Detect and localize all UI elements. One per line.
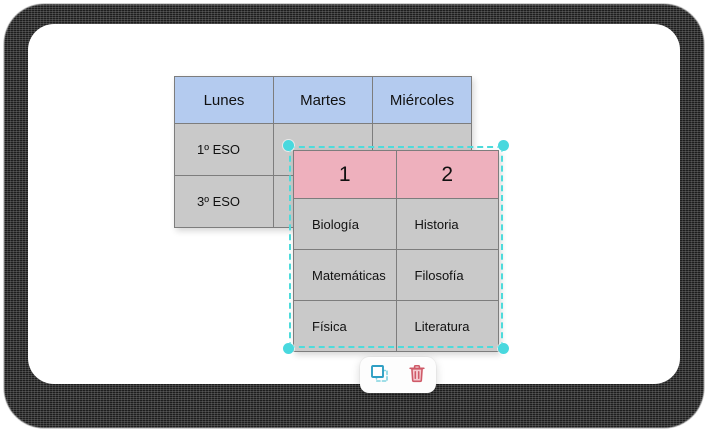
trash-icon [408, 364, 426, 386]
subjects-table[interactable]: 1 2 Biología Historia Matemáticas Filoso… [293, 150, 499, 352]
delete-button[interactable] [404, 362, 430, 388]
table-header-row: 1 2 [293, 150, 499, 199]
table-row: Matemáticas Filosofía [293, 249, 499, 301]
cell-fisica[interactable]: Física [293, 300, 397, 352]
duplicate-button[interactable] [366, 362, 392, 388]
header-cell-martes[interactable]: Martes [273, 76, 373, 124]
cell-literatura[interactable]: Literatura [395, 300, 499, 352]
cell-3eso[interactable]: 3º ESO [174, 175, 274, 228]
cell-filosofia[interactable]: Filosofía [395, 249, 499, 301]
resize-handle-bottom-right[interactable] [498, 343, 509, 354]
selection-action-toolbar [360, 357, 436, 393]
white-canvas-card: Lunes Martes Miércoles 1º ESO 3º ESO [28, 24, 680, 393]
cell-historia[interactable]: Historia [395, 198, 499, 250]
header-cell-lunes[interactable]: Lunes [174, 76, 274, 124]
table-row: Física Literatura [293, 300, 499, 352]
table-row: Biología Historia [293, 198, 499, 250]
header-cell-miercoles[interactable]: Miércoles [372, 76, 472, 124]
table-header-row: Lunes Martes Miércoles [174, 76, 472, 124]
cell-matematicas[interactable]: Matemáticas [293, 249, 397, 301]
cell-1eso[interactable]: 1º ESO [174, 123, 274, 176]
duplicate-icon [370, 364, 389, 386]
resize-handle-top-right[interactable] [498, 140, 509, 151]
header-cell-2[interactable]: 2 [395, 150, 499, 199]
header-cell-1[interactable]: 1 [293, 150, 397, 199]
cell-biologia[interactable]: Biología [293, 198, 397, 250]
